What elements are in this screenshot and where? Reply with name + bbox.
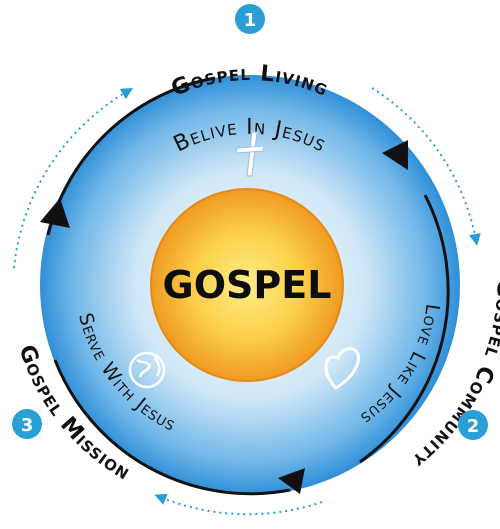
- cycle-arrow-bottom: [53, 359, 291, 496]
- arrowhead-bottom: [278, 468, 305, 494]
- dotted-cycle-arrows: [13, 87, 481, 516]
- cycle-arrow-right: [359, 194, 450, 464]
- arrowhead-top-right: [382, 140, 408, 170]
- cycle-arrowheads: [40, 140, 408, 494]
- globe-icon: [128, 351, 166, 389]
- arrowhead-left: [40, 198, 70, 228]
- center-label: GOSPEL: [163, 263, 332, 307]
- center-sun: [150, 188, 344, 382]
- badge-number: 2: [467, 416, 480, 437]
- number-badge-3: 3: [12, 409, 42, 439]
- heart-icon: [324, 347, 360, 390]
- badge-number: 1: [244, 10, 257, 31]
- number-badge-2: 2: [458, 410, 488, 440]
- cross-icon: [235, 131, 265, 177]
- dotted-arrow-bottom: [154, 493, 323, 516]
- dotted-arrow-top-left: [13, 87, 134, 269]
- number-badge-1: 1: [235, 4, 265, 34]
- badge-number: 3: [21, 415, 34, 436]
